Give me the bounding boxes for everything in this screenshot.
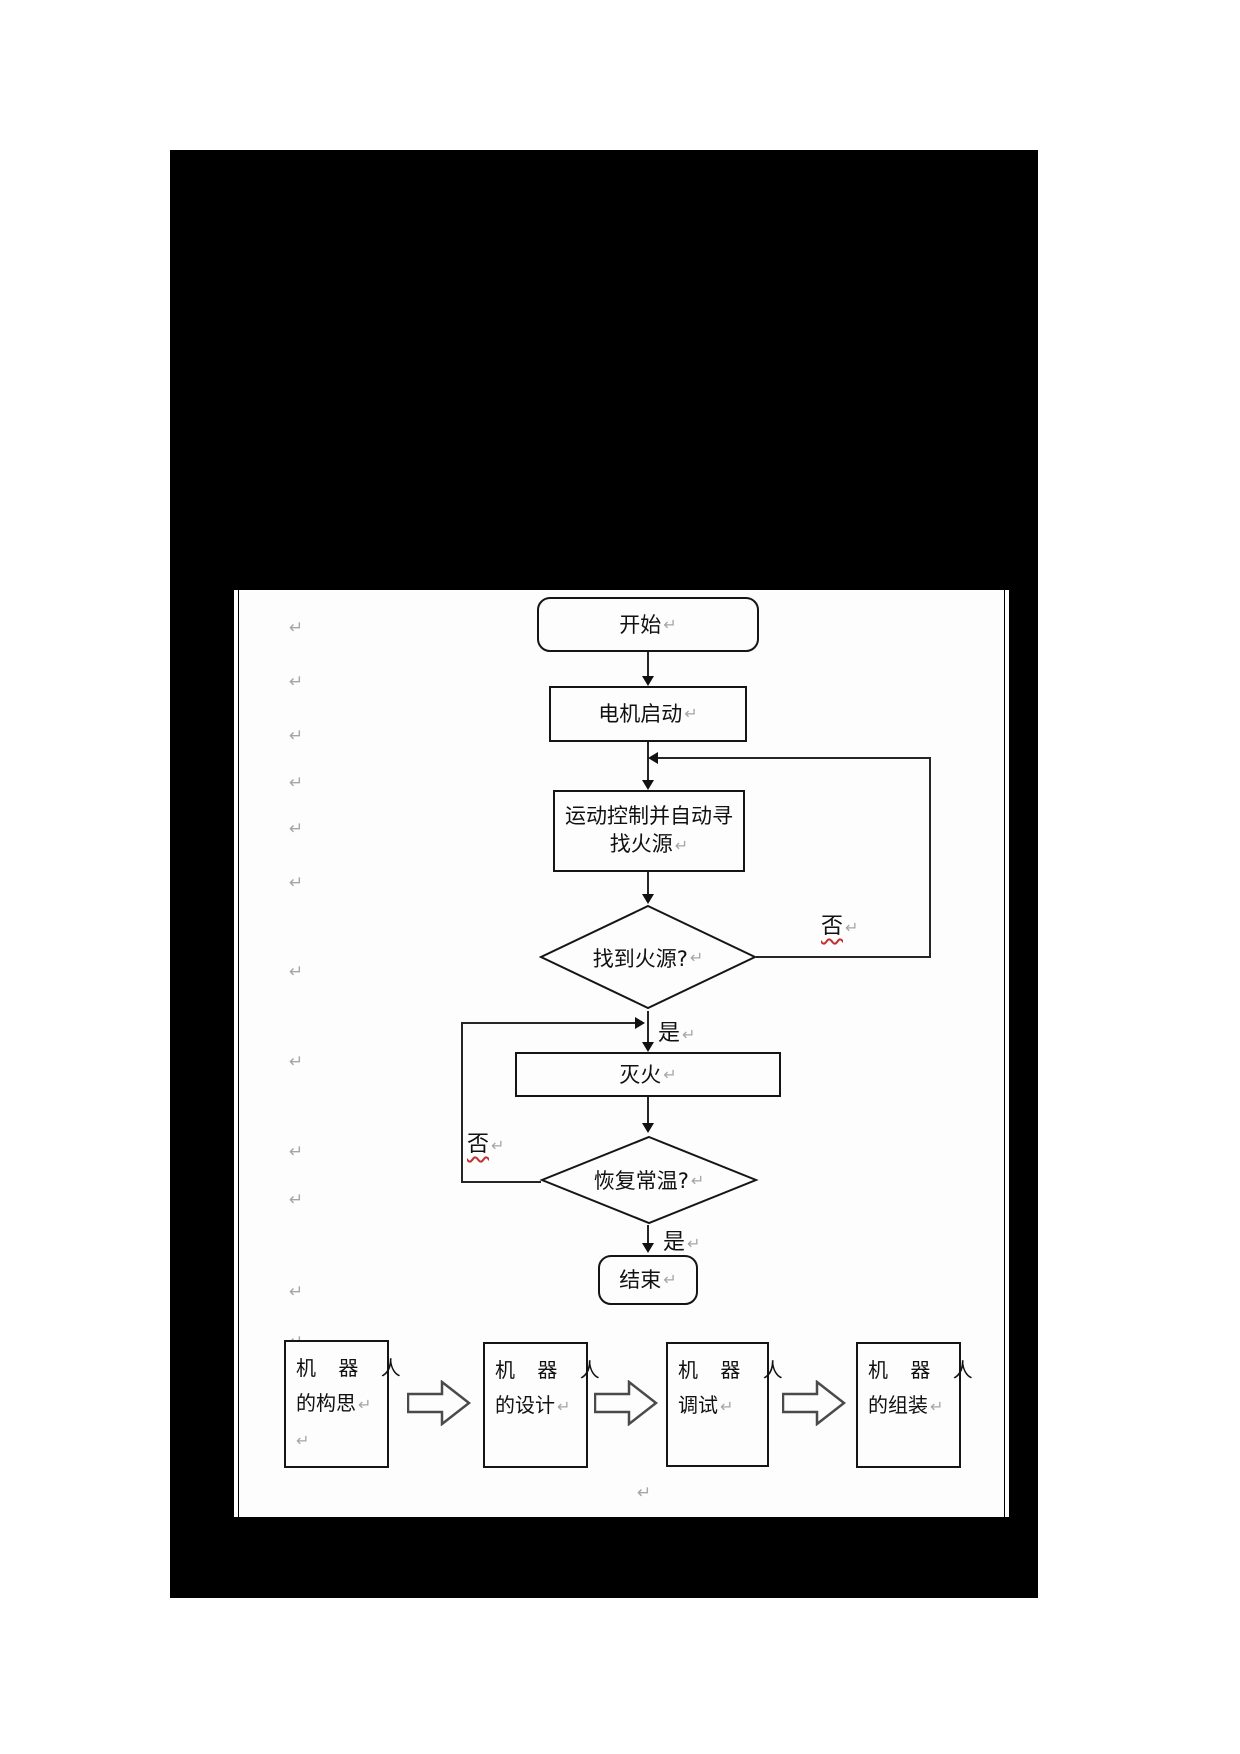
return-mark-icon: ↵ — [930, 1397, 944, 1416]
no-temp-text: 否 — [467, 1132, 490, 1157]
flow-decision-normal-temp: 恢复常温?↵ — [539, 1135, 759, 1225]
connector-start-motor-line — [647, 652, 649, 678]
connector-temp-end-line — [647, 1225, 649, 1245]
arrow-down-icon — [642, 894, 654, 904]
normal-temp-text: 恢复常温? — [593, 1169, 689, 1193]
branch-label-no-temp: 否↵ — [467, 1126, 504, 1158]
branch-label-yes-temp: 是↵ — [663, 1224, 700, 1256]
loop-no-temp-left-line — [461, 1022, 463, 1183]
connector-decision-extinguish-line — [647, 1011, 649, 1044]
return-mark-icon: ↵ — [289, 873, 304, 893]
flow-node-extinguish: 灭火↵ — [515, 1052, 781, 1097]
return-mark-icon: ↵ — [663, 614, 677, 634]
flow-node-extinguish-label: 灭火 — [619, 1062, 662, 1087]
flow-node-start-label: 开始 — [619, 612, 662, 637]
diamond-shape — [539, 1135, 759, 1225]
arrow-down-icon — [642, 1243, 654, 1253]
loop-no-temp-bottom-line — [461, 1181, 541, 1183]
block-arrow-right-icon — [593, 1379, 659, 1430]
return-mark-icon: ↵ — [289, 1282, 304, 1302]
return-mark-icon: ↵ — [289, 1190, 304, 1210]
return-mark-icon: ↵ — [663, 1064, 677, 1084]
return-mark-icon: ↵ — [289, 618, 304, 638]
return-mark-icon: ↵ — [358, 1395, 372, 1414]
return-mark-icon: ↵ — [289, 773, 304, 793]
process-box-design-line1: 机 器 人 — [495, 1358, 608, 1382]
branch-label-no-found: 否↵ — [821, 908, 858, 940]
flow-node-end-label: 结束 — [619, 1268, 662, 1292]
return-mark-icon: ↵ — [289, 672, 304, 692]
process-box-design: 机 器 人 的设计↵ — [483, 1342, 608, 1468]
process-box-debug-line2: 调试 — [678, 1393, 718, 1417]
return-mark-icon: ↵ — [289, 962, 304, 982]
arrow-down-icon — [642, 1123, 654, 1133]
loop-no-temp-top-line — [461, 1022, 637, 1024]
process-box-assembly-line1: 机 器 人 — [868, 1358, 981, 1382]
branch-label-yes-found: 是↵ — [658, 1015, 695, 1047]
return-mark-icon: ↵ — [682, 1025, 696, 1044]
return-mark-icon: ↵ — [637, 1483, 652, 1503]
flow-node-search-line1: 运动控制并自动寻 — [565, 804, 733, 828]
return-mark-icon: ↵ — [674, 836, 689, 855]
return-mark-icon: ↵ — [687, 1234, 701, 1253]
loop-no-found-right-line — [929, 757, 931, 958]
return-mark-icon: ↵ — [289, 1052, 304, 1072]
diamond-shape — [538, 904, 758, 1010]
return-mark-icon: ↵ — [289, 726, 304, 746]
process-box-debug: 机 器 人 调试↵ — [666, 1342, 791, 1467]
return-mark-icon: ↵ — [684, 704, 698, 723]
flow-node-motor-start: 电机启动↵ — [549, 686, 747, 742]
found-fire-text: 找到火源? — [592, 946, 688, 971]
arrow-right-icon — [635, 1017, 645, 1029]
return-mark-icon: ↵ — [663, 1270, 677, 1289]
connector-extinguish-temp-line — [647, 1097, 649, 1125]
return-mark-icon: ↵ — [720, 1397, 734, 1416]
flow-node-end: 结束↵ — [598, 1255, 698, 1305]
block-arrow-right-icon — [781, 1379, 847, 1430]
document-content-area: ↵ ↵ ↵ ↵ ↵ ↵ ↵ ↵ ↵ ↵ ↵ ↵ ↵ 开始↵ 电机启动↵ 运动控制… — [238, 590, 1005, 1517]
process-box-assembly-line2: 的组装 — [868, 1393, 928, 1417]
arrow-left-icon — [648, 752, 658, 764]
arrow-down-icon — [642, 676, 654, 686]
loop-no-found-top-line — [657, 757, 930, 759]
arrow-down-icon — [642, 1042, 654, 1052]
return-mark-icon: ↵ — [557, 1397, 571, 1416]
process-box-concept-line1: 机 器 人 — [296, 1356, 409, 1380]
yes-found-text: 是 — [658, 1021, 681, 1046]
return-mark-icon: ↵ — [296, 1431, 310, 1450]
return-mark-icon: ↵ — [845, 918, 859, 937]
flow-decision-normal-temp-label: 恢复常温?↵ — [539, 1135, 759, 1225]
return-mark-icon: ↵ — [690, 1170, 705, 1190]
process-box-assembly: 机 器 人 的组装↵ — [856, 1342, 981, 1468]
process-box-design-line2: 的设计 — [495, 1393, 555, 1417]
flow-decision-found-fire-label: 找到火源?↵ — [538, 904, 758, 1011]
return-mark-icon: ↵ — [689, 948, 704, 967]
block-arrow-right-icon — [406, 1379, 472, 1430]
yes-temp-text: 是 — [663, 1230, 686, 1255]
return-mark-icon: ↵ — [491, 1136, 505, 1155]
process-box-concept: 机 器 人 的构思↵ ↵ — [284, 1340, 409, 1468]
flow-node-search-line2: 找火源 — [609, 832, 673, 856]
connector-search-decision-line — [647, 872, 649, 896]
flow-node-start: 开始↵ — [537, 597, 759, 652]
no-found-text: 否 — [821, 914, 844, 939]
arrow-down-icon — [642, 780, 654, 790]
return-mark-icon: ↵ — [289, 1142, 304, 1162]
loop-no-found-bottom-line — [756, 956, 931, 958]
process-box-concept-line2: 的构思 — [296, 1391, 356, 1415]
flow-decision-found-fire: 找到火源?↵ — [538, 904, 758, 1011]
process-box-debug-line1: 机 器 人 — [678, 1358, 791, 1382]
flow-node-motor-start-label: 电机启动 — [598, 702, 683, 726]
flow-node-search-fire: 运动控制并自动寻 找火源↵ — [553, 790, 745, 872]
return-mark-icon: ↵ — [289, 819, 304, 839]
